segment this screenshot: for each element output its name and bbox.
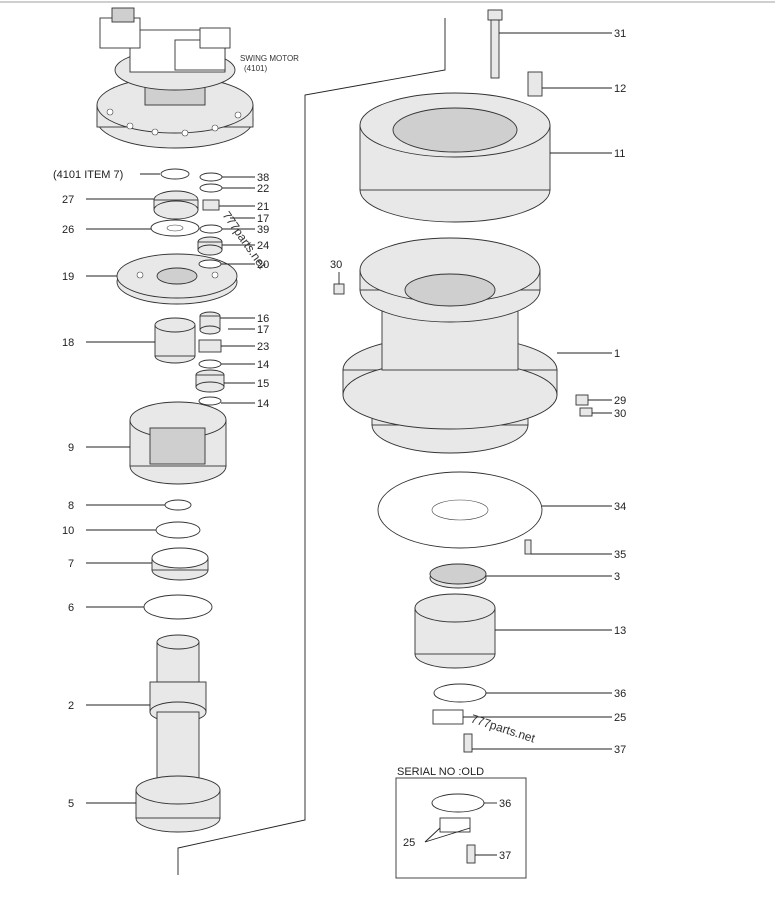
callout-26: 26	[62, 224, 74, 236]
motor-label-line2: (4101)	[244, 64, 267, 73]
part-25-plate	[432, 709, 464, 725]
part-7-bearing	[151, 547, 209, 581]
part-13-pinion	[414, 593, 496, 669]
part-14b	[198, 396, 222, 406]
part-24	[197, 236, 223, 256]
callout-39: 39	[257, 224, 269, 236]
callout-17b: 17	[257, 324, 269, 336]
part-38	[199, 172, 223, 182]
callout-14a: 14	[257, 359, 269, 371]
part-15	[195, 369, 225, 393]
callout-2: 2	[68, 700, 74, 712]
part-18-gear	[154, 317, 196, 364]
part-30b	[579, 407, 593, 417]
part-8	[164, 499, 192, 511]
callout-29: 29	[614, 395, 626, 407]
part-20	[198, 259, 222, 269]
callout-36: 36	[614, 688, 626, 700]
callout-23: 23	[257, 341, 269, 353]
callout-11: 11	[614, 148, 625, 160]
callout-5: 5	[68, 798, 74, 810]
callout-31: 31	[614, 28, 626, 40]
part-37-bolt	[463, 733, 473, 753]
part-36-disc	[433, 683, 487, 703]
callout-25b: 25	[403, 837, 415, 849]
callout-12: 12	[614, 83, 626, 95]
callout-30a: 30	[330, 259, 342, 271]
part-3-seal	[429, 563, 487, 589]
part-11-ring-gear	[359, 92, 551, 223]
callout-15: 15	[257, 378, 269, 390]
part-35-screw	[524, 539, 532, 555]
callout-18: 18	[62, 337, 74, 349]
part-6	[143, 594, 213, 620]
part-23	[198, 339, 222, 353]
callout-1: 1	[614, 348, 620, 360]
callout-30b: 30	[614, 408, 626, 420]
callout-25: 25	[614, 712, 626, 724]
callout-3: 3	[614, 571, 620, 583]
callout-10: 10	[62, 525, 74, 537]
part-12-pin	[527, 71, 543, 97]
part-22	[199, 183, 223, 193]
callout-19: 19	[62, 271, 74, 283]
item-ref-label: (4101 ITEM 7)	[53, 169, 123, 181]
part-2-shaft	[149, 634, 207, 783]
callout-34: 34	[614, 501, 626, 513]
callout-38: 38	[257, 172, 269, 184]
panel-divider	[177, 18, 446, 875]
part-16	[199, 311, 221, 335]
callout-7: 7	[68, 558, 74, 570]
part-ring-item7	[160, 168, 190, 180]
callout-13: 13	[614, 625, 626, 637]
part-31-bolt	[487, 9, 503, 79]
callout-24: 24	[257, 240, 269, 252]
callout-20: 20	[257, 259, 269, 271]
part-1-housing	[342, 237, 558, 454]
part-27-gear	[153, 190, 199, 220]
serial-old-label: SERIAL NO :OLD	[397, 766, 484, 778]
inset-part-36	[431, 793, 485, 813]
callout-21: 21	[257, 201, 269, 213]
part-5-bearing	[135, 775, 221, 833]
part-30a	[333, 283, 345, 295]
part-21	[202, 199, 220, 211]
callout-14b: 14	[257, 398, 269, 410]
part-34-plate	[377, 471, 543, 549]
callout-35: 35	[614, 549, 626, 561]
part-10	[155, 521, 201, 539]
callout-22: 22	[257, 183, 269, 195]
callout-37: 37	[614, 744, 626, 756]
callout-36b: 36	[499, 798, 511, 810]
callout-27: 27	[62, 194, 74, 206]
inset-part-37	[466, 844, 476, 864]
callout-37b: 37	[499, 850, 511, 862]
callout-16: 16	[257, 313, 269, 325]
part-9-carrier	[129, 401, 227, 485]
callout-8: 8	[68, 500, 74, 512]
swing-motor	[96, 7, 254, 149]
part-39	[199, 224, 223, 234]
part-14a	[198, 359, 222, 369]
callout-9: 9	[68, 442, 74, 454]
inset-part-25	[439, 817, 471, 833]
callout-17a: 17	[257, 213, 269, 225]
part-29	[575, 394, 589, 406]
callout-6: 6	[68, 602, 74, 614]
motor-label-line1: SWING MOTOR	[240, 54, 299, 63]
